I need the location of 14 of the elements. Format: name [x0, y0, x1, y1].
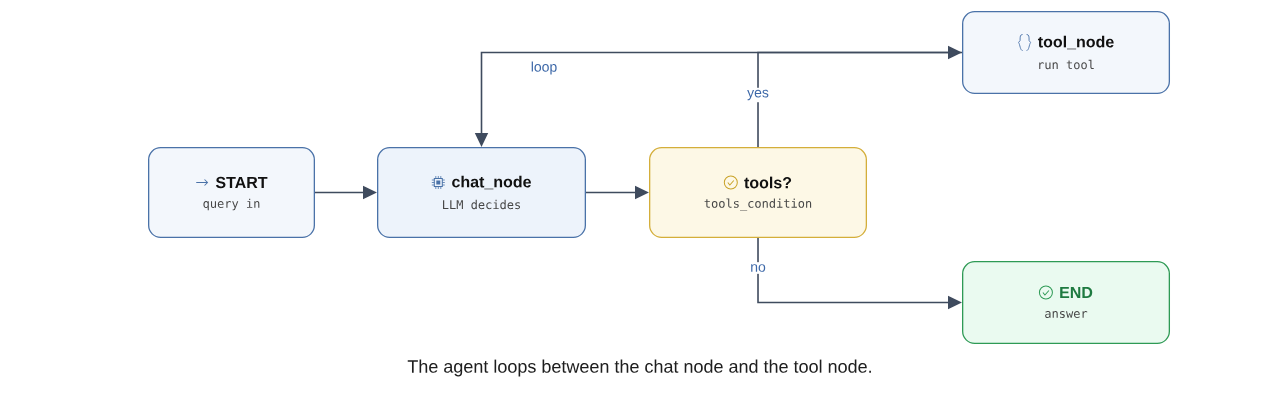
node-subtitle: run tool: [1039, 59, 1094, 70]
node-title: tools?: [744, 176, 792, 189]
caption: The agent loops between the chat node and the tool node.: [407, 359, 871, 377]
node-title: START: [215, 176, 268, 189]
node-subtitle: answer: [1045, 311, 1088, 318]
edge-label: loop: [528, 59, 560, 77]
node-subtitle: tools_condition: [704, 198, 812, 211]
edge-label: yes: [745, 87, 771, 103]
node-title: chat_node: [452, 175, 531, 190]
node-title: END: [1060, 287, 1093, 298]
node-subtitle: LLM decides: [443, 199, 521, 210]
node-subtitle: query in: [203, 198, 260, 211]
edge-label: no: [748, 262, 768, 274]
node-title: tool_node: [1038, 35, 1114, 50]
